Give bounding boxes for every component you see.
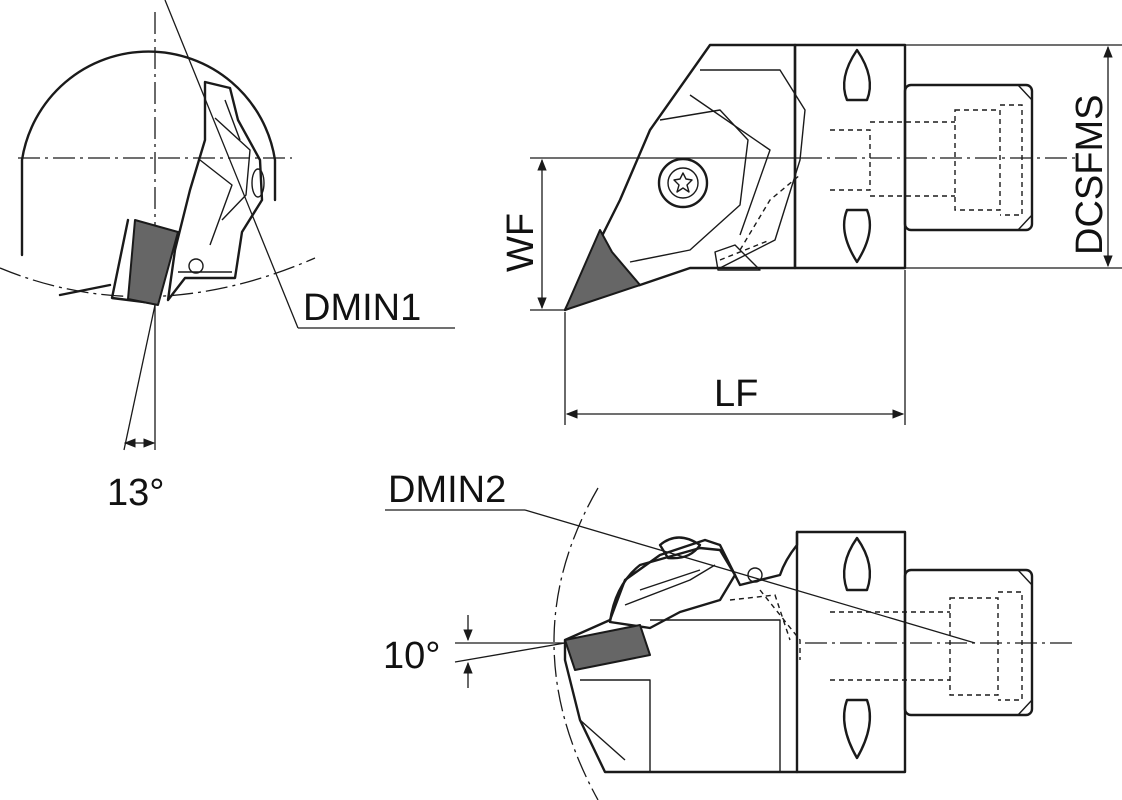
- torx-socket-icon: [673, 172, 693, 193]
- internal-coolant-hidden-lines: [830, 104, 1023, 216]
- side-view-main: WF LF DCSFMS: [500, 43, 1122, 425]
- bottom-head-outline: [563, 530, 799, 774]
- bore-hidden-b2: [830, 611, 950, 681]
- clamp-screw-head-bottom: [658, 536, 702, 560]
- shank-body-bottom: [795, 530, 907, 774]
- shank-body: [793, 43, 907, 270]
- angle-10-inclined-ext: [454, 642, 566, 663]
- dmin1-leader-a: [164, 0, 299, 329]
- thread-hidden-b: [998, 591, 1023, 701]
- groove-bottom: [842, 208, 872, 264]
- insert-end-view: [127, 219, 179, 306]
- clamp-facet-bottom: [624, 564, 716, 606]
- bottom-head-facet-c: [579, 719, 626, 761]
- tool-head-outline: [166, 80, 264, 302]
- bottom-head-facet-b: [650, 619, 781, 772]
- wf-label: WF: [500, 213, 542, 272]
- bore-hidden-2: [870, 121, 955, 197]
- insert-pin: [188, 258, 204, 274]
- workpiece-bore-outline: [20, 50, 277, 257]
- head-top-facet: [700, 69, 806, 269]
- clamp-body-bottom: [608, 546, 737, 630]
- lf-label: LF: [714, 373, 758, 415]
- pin-hidden-bottom: [729, 594, 791, 641]
- head-chip-breaker: [714, 244, 761, 271]
- dcsfms-label: DCSFMS: [1069, 95, 1111, 255]
- clamp-screw: [657, 157, 709, 209]
- tool-head-facet-b: [199, 159, 233, 246]
- pin-bottom: [747, 567, 763, 583]
- shank-grooves: [842, 48, 872, 264]
- tool-head-end-view: [166, 80, 265, 302]
- thread-hidden: [1000, 104, 1023, 216]
- dmin1-label: DMIN1: [303, 287, 421, 329]
- groove-top: [842, 48, 872, 102]
- bore-hidden-3: [830, 129, 871, 191]
- shank-grooves-bottom: [842, 536, 872, 760]
- head-clamp-outline: [629, 109, 749, 263]
- angle-13-inclined-ext: [123, 304, 156, 451]
- insert-side-view: [564, 229, 641, 311]
- bottom-view-dmin2: DMIN2 10°: [383, 469, 1075, 800]
- tool-head-facet-a: [214, 117, 251, 221]
- dmin2-label: DMIN2: [388, 469, 506, 511]
- tool-head-facet-c: [224, 99, 241, 141]
- groove-bottom-bottom: [842, 698, 872, 760]
- bore-arc-dmin2: [553, 487, 599, 800]
- bore-hidden-1: [954, 109, 1001, 211]
- bottom-head-facet-a: [580, 679, 651, 772]
- clamp-screw-end: [251, 168, 265, 198]
- head-side-facet: [689, 94, 771, 236]
- coolant-hidden-b: [759, 589, 801, 660]
- head-hidden-channel: [719, 174, 801, 261]
- internal-hidden-lines-bottom: [759, 589, 1023, 701]
- insert-bottom-view: [564, 624, 651, 671]
- end-view-dmin1: DMIN1 13°: [0, 0, 455, 514]
- angle-10-label: 10°: [383, 635, 440, 677]
- dmin2-leader-b: [524, 509, 976, 644]
- groove-top-bottom: [842, 536, 872, 592]
- bore-hidden-b1: [949, 597, 999, 696]
- clamp-screw-inner: [667, 167, 699, 199]
- angle-13-label: 13°: [107, 472, 164, 514]
- chip-flute-line: [58, 283, 112, 297]
